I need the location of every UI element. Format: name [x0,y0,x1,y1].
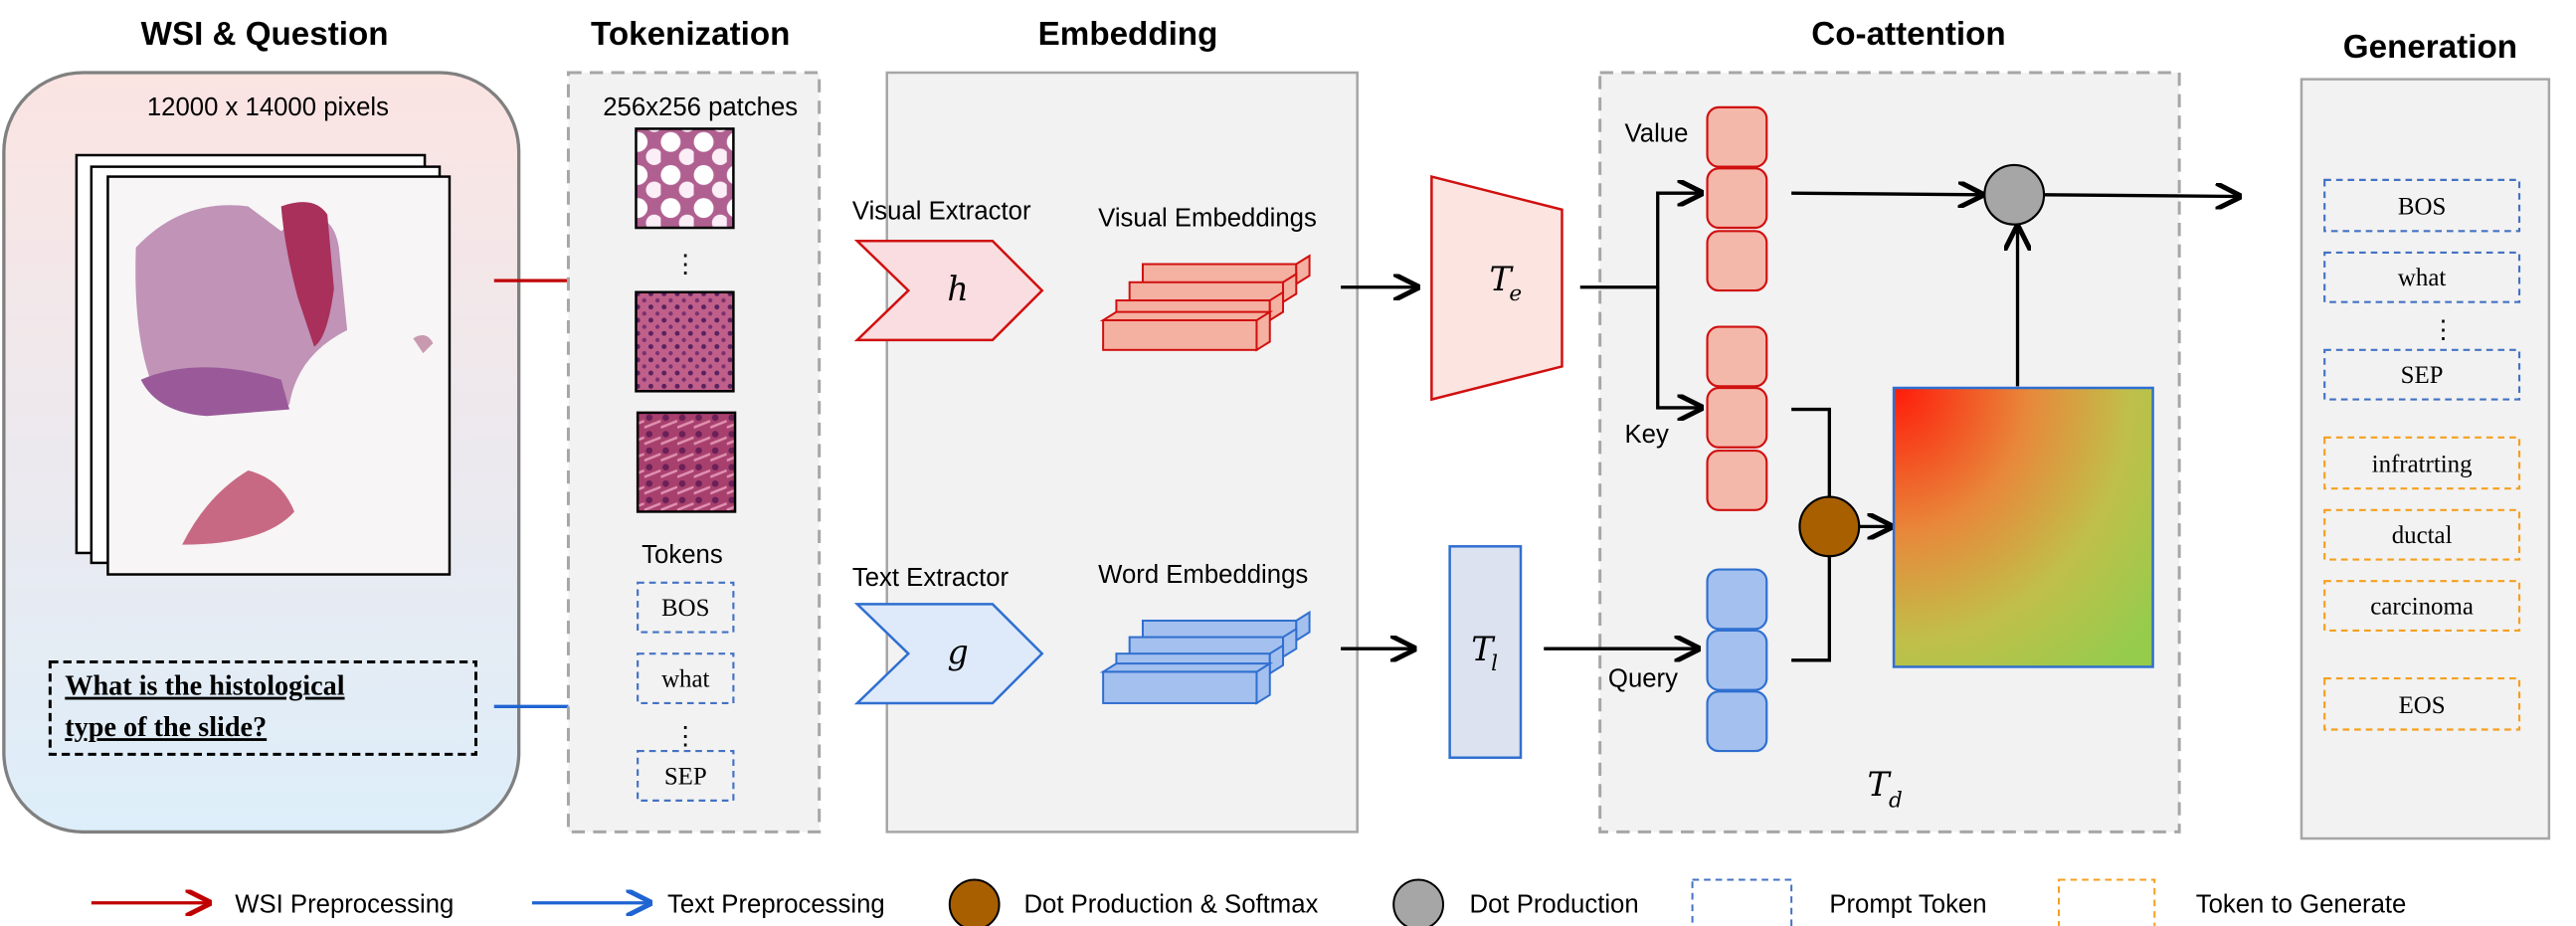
visual-extractor-chevron [853,240,1044,342]
legend-generate-box [2058,878,2156,926]
title-generation: Generation [2343,29,2517,66]
patches-label: 256x256 patches [603,93,798,121]
gen-token-box-2 [2323,508,2521,561]
value-to-dot-arrow [1791,193,1981,195]
question-box [48,659,478,756]
tl-encoder: T l [1448,545,1523,759]
legend-wsi-preprocessing: WSI Preprocessing [235,891,454,919]
value-label: Value [1625,120,1689,148]
word-embeddings-label: Word Embeddings [1098,561,1308,589]
title-tokenization: Tokenization [591,16,790,53]
patch-image-1 [635,127,735,230]
attention-map [1892,386,2154,668]
gen-token-box-1 [2323,436,2521,490]
token-ellipsis: ⋮ [672,722,698,750]
token-what: what [661,665,709,692]
gen-token-box-3 [2323,580,2521,633]
wsi-size-label: 12000 x 14000 pixels [147,93,389,121]
token-box-what [637,652,735,705]
query-label: Query [1608,664,1678,692]
value-vectors [1706,105,1768,292]
patch-image-3 [636,411,737,513]
gen-prompt-box-bos [2323,178,2521,233]
gen-token-2: ductal [2392,522,2453,549]
visual-extractor-symbol: h [947,270,968,308]
title-embedding: Embedding [1038,16,1218,53]
legend-prompt-token: Prompt Token [1829,891,1986,919]
legend-gray-circle [1392,878,1444,926]
embedding-panel: Visual Extractor h Visual Embeddings Tex… [852,71,1359,833]
patch-ellipsis: ⋮ [672,251,698,278]
token-sep: SEP [664,763,707,790]
visual-embeddings-blocks [1099,254,1311,352]
td-subscript: d [1889,789,1903,814]
visual-embeddings-label: Visual Embeddings [1098,204,1317,232]
te-to-value-arrow [1579,193,1701,289]
gen-prompt-box-sep [2323,348,2521,401]
title-coattention: Co-attention [1811,16,2005,53]
output-arrow [2044,195,2239,197]
legend-text-preprocessing: Text Preprocessing [667,891,885,919]
tl-symbol: T [1471,630,1496,668]
token-bos: BOS [661,595,709,622]
dot-softmax-node [1798,495,1861,558]
dot-production-node [1983,163,2046,226]
te-subscript: e [1509,281,1522,306]
query-vectors [1706,568,1768,753]
legend-brown-circle [948,878,1001,926]
gen-ellipsis: ⋮ [2431,316,2457,344]
gen-token-1: infratrting [2372,452,2473,478]
legend-dot-softmax: Dot Production & Softmax [1023,891,1318,919]
question-line-2: type of the slide? [65,712,267,743]
legend-token-to-generate: Token to Generate [2196,891,2407,919]
tokenization-panel: 256x256 patches ⋮ Tokens BOS what ⋮ SEP [566,71,822,833]
gen-token-4: EOS [2399,692,2446,719]
title-wsi-question: WSI & Question [141,16,389,53]
patch-image-2 [635,290,735,393]
slide-stack-image [75,153,452,576]
word-embeddings-blocks [1099,610,1311,705]
legend-prompt-box [1691,878,1793,926]
legend: WSI Preprocessing Text Preprocessing Dot… [91,878,2407,926]
tokens-label: Tokens [642,541,723,569]
tl-subscript: l [1491,651,1498,676]
gen-prompt-bos: BOS [2398,194,2446,221]
token-box-bos [637,581,735,634]
te-encoder: T e [1430,174,1564,402]
coattention-panel: Value Key Query T d [1544,71,2181,833]
text-extractor-label: Text Extractor [852,564,1010,592]
visual-extractor-label: Visual Extractor [852,198,1031,226]
text-extractor-symbol: g [947,633,968,671]
gen-token-3: carcinoma [2370,593,2474,620]
generation-panel: BOS what ⋮ SEP infratrting ductal carcin… [2300,78,2551,840]
wsi-panel: 12000 x 14000 pixels What is the histolo… [2,71,521,834]
te-to-key-arrow [1656,286,1701,408]
text-extractor-chevron [853,603,1044,705]
gen-prompt-what: what [2398,265,2446,291]
key-label: Key [1625,421,1669,449]
te-symbol: T [1489,260,1514,298]
td-symbol: T [1867,765,1892,804]
question-line-1: What is the histological [65,671,344,702]
key-vectors [1706,325,1768,511]
gen-prompt-sep: SEP [2401,362,2444,389]
legend-dot-production: Dot Production [1470,891,1639,919]
token-box-sep [637,750,735,802]
gen-token-box-4 [2323,676,2521,731]
